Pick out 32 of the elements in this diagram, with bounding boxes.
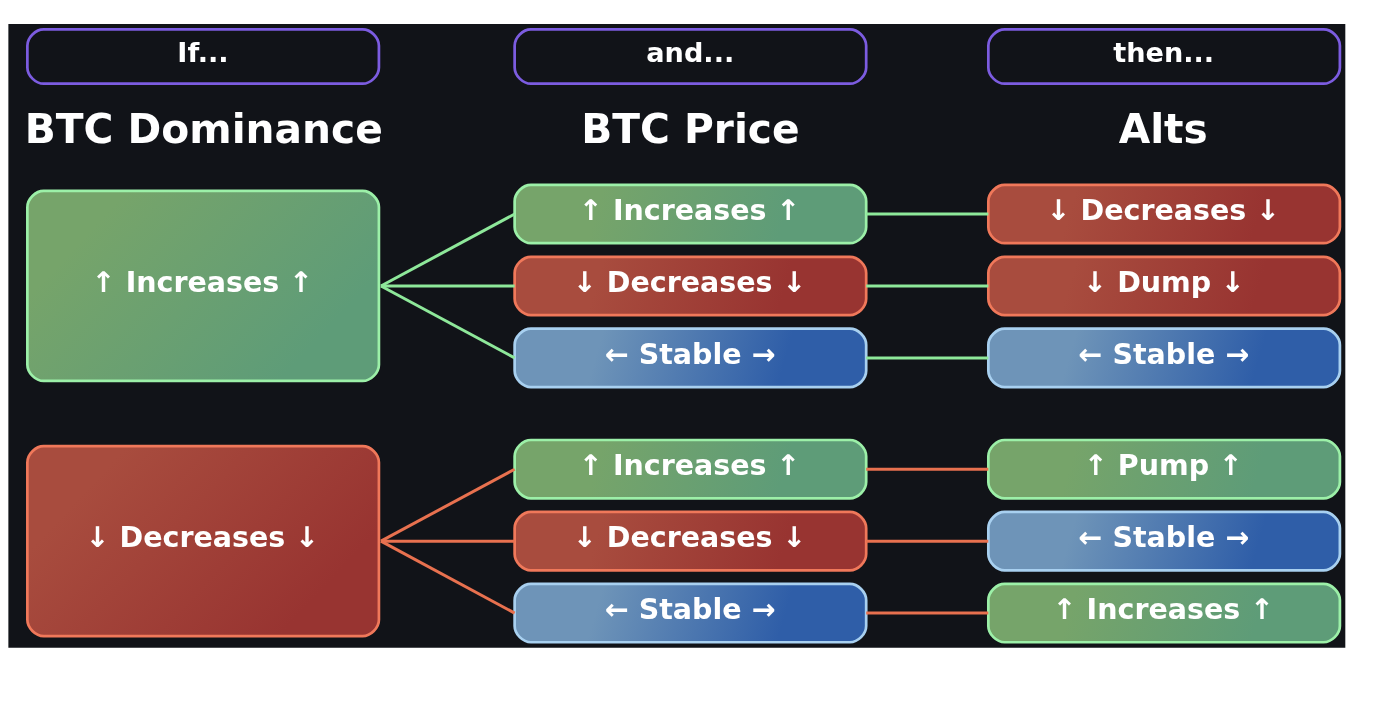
node-box: ← Stable → xyxy=(513,327,868,389)
node-box: ↓ Dump ↓ xyxy=(987,255,1342,317)
connector xyxy=(380,467,516,543)
node-box: ↓ Decreases ↓ xyxy=(513,510,868,572)
connector xyxy=(866,539,989,543)
node-box: ↑ Increases ↑ xyxy=(513,183,868,245)
node-box: ↑ Increases ↑ xyxy=(26,189,381,383)
node-box: ← Stable → xyxy=(513,582,868,644)
connector xyxy=(866,212,989,216)
label: Alts xyxy=(1118,104,1208,153)
label: BTC Price xyxy=(581,104,800,153)
connector xyxy=(380,539,515,543)
connector xyxy=(866,467,989,471)
node-box: ↓ Decreases ↓ xyxy=(513,255,868,317)
node-box: then... xyxy=(987,28,1342,86)
node-box: ↑ Increases ↑ xyxy=(513,438,868,500)
connector xyxy=(380,284,516,360)
node-box: ← Stable → xyxy=(987,327,1342,389)
node-box: ↑ Increases ↑ xyxy=(987,582,1342,644)
connector xyxy=(866,284,989,288)
node-box: ↓ Decreases ↓ xyxy=(987,183,1342,245)
node-box: ← Stable → xyxy=(987,510,1342,572)
node-box: and... xyxy=(513,28,868,86)
connector xyxy=(866,611,989,615)
connector xyxy=(380,539,516,615)
connector xyxy=(866,356,989,360)
node-box: If... xyxy=(26,28,381,86)
node-box: ↑ Pump ↑ xyxy=(987,438,1342,500)
label: BTC Dominance xyxy=(24,104,383,153)
connector xyxy=(380,212,516,288)
node-box: ↓ Decreases ↓ xyxy=(26,444,381,638)
connector xyxy=(380,284,515,288)
